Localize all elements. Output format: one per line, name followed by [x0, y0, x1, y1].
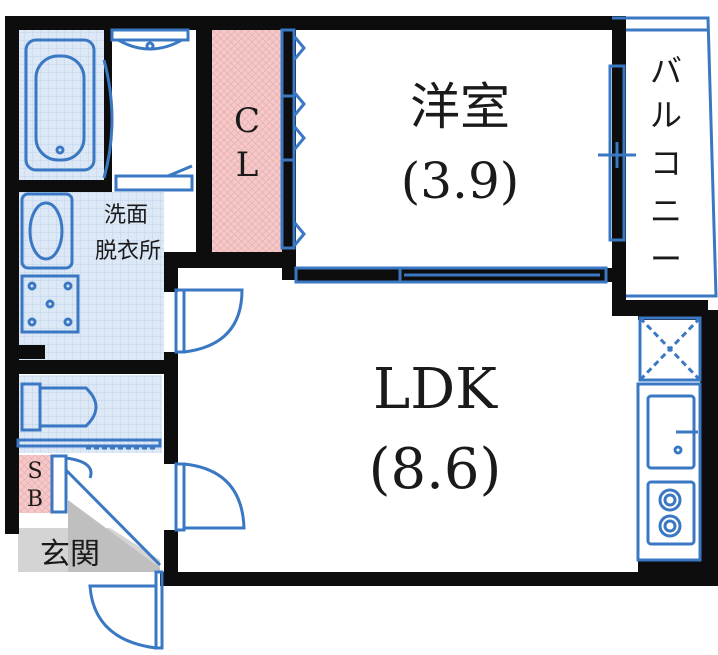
- bathroom-floor: [18, 30, 104, 180]
- balcony: [612, 16, 718, 298]
- refrigerator-space: [638, 316, 702, 382]
- balcony-char-2: ル: [650, 96, 682, 134]
- closet-label-l: L: [236, 145, 259, 185]
- washroom-label-2: 脱衣所: [95, 239, 161, 264]
- cooktop: [646, 480, 696, 546]
- shoe-box-label-b: B: [27, 487, 43, 512]
- balcony-char-4: ニ: [650, 192, 682, 230]
- bath-entry-step: [114, 164, 194, 192]
- floor-fills: [18, 30, 282, 572]
- entrance-step: [68, 500, 160, 572]
- shoe-box-fill: [18, 455, 52, 513]
- ldk-name: LDK: [373, 357, 498, 422]
- western-room-name: 洋室: [410, 78, 510, 136]
- entrance-label: 玄関: [40, 537, 100, 572]
- closet-floor: [212, 30, 282, 252]
- western-room-sliding-door: [294, 266, 608, 284]
- balcony-char-5: ー: [650, 240, 682, 278]
- balcony-char-1: バ: [650, 52, 682, 90]
- washroom-label-1: 洗面: [104, 203, 148, 228]
- ldk-size: (8.6): [369, 437, 502, 502]
- bath-door: [102, 59, 114, 179]
- entrance-door: [88, 570, 164, 650]
- washroom-door: [174, 288, 244, 354]
- ldk-entry-door: [174, 462, 246, 532]
- balcony-window: [598, 64, 636, 242]
- wash-basin: [20, 192, 74, 270]
- bathtub: [24, 38, 96, 172]
- closet-label-c: C: [234, 101, 260, 141]
- balcony-char-3: コ: [650, 144, 682, 182]
- bath-sink: [110, 28, 190, 51]
- kitchen-counter: [636, 382, 702, 562]
- washing-machine-pan: [20, 274, 80, 334]
- western-room-size: (3.9): [401, 152, 520, 210]
- kitchen-sink: [646, 394, 698, 470]
- closet-doors: [280, 28, 306, 250]
- shoe-box-door: [50, 454, 162, 567]
- toilet: [16, 382, 162, 450]
- shoe-box-label-s: S: [27, 459, 42, 484]
